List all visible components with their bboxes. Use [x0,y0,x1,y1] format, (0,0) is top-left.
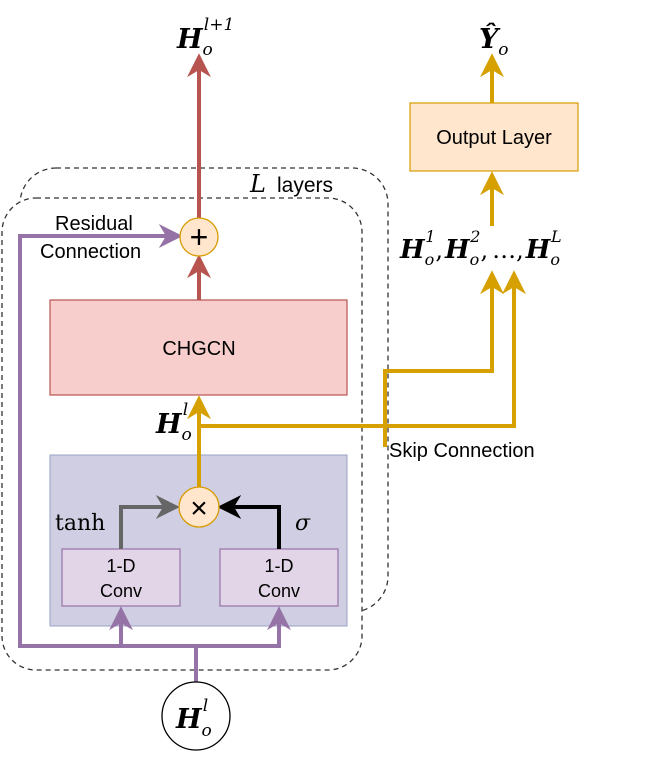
conv-right-line1: 1-D [264,556,293,576]
tanh-path [119,495,180,549]
input-node [161,681,231,751]
residual-label-line1: Residual [55,213,133,235]
final-output-label: Ŷo [479,22,509,60]
conv-right-block [219,548,339,607]
output-layer-block [409,102,579,172]
conv-left-line1: 1-D [106,556,135,576]
chgcn-label: CHGCN [162,338,235,360]
skip-connection-path-2 [383,270,504,447]
skip-connection-label: Skip Connection [389,440,535,462]
sigma-label: σ [295,511,311,536]
tanh-label: tanh [55,511,105,536]
l-layers-label: layers [277,174,333,197]
sigma-path [217,495,281,549]
times-icon: × [190,492,208,525]
hidden-sequence-label: Ho1,Ho2,…,HoL [399,227,562,269]
residual-path [18,224,198,685]
input-to-right-conv [196,606,291,648]
l-layers-symbol: L [249,170,266,198]
conv-right-line2: Conv [258,581,300,601]
conv-left-line2: Conv [100,581,142,601]
input-to-left-conv [109,606,196,648]
plus-icon: + [190,219,209,255]
input-label: Hol [175,696,212,741]
mid-h-label: Hol [155,400,192,445]
output-layer-label: Output Layer [436,127,552,149]
multiply-operator [178,486,220,528]
conv-left-block [61,548,181,607]
skip-connection-path-1 [199,270,526,428]
sum-operator [179,217,219,257]
residual-label-line2: Connection [40,241,141,263]
top-output-label: Hol+1 [176,15,234,60]
